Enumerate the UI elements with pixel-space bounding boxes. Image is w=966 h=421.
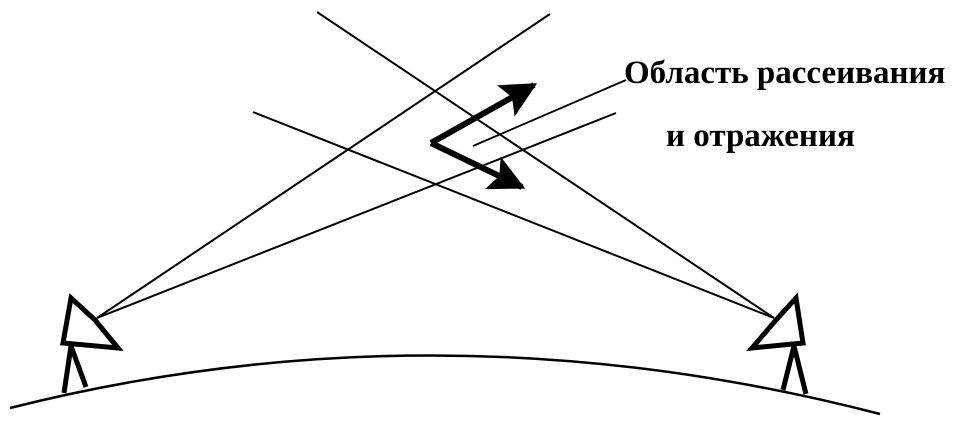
earth-surface-curve (10, 355, 880, 414)
scatter-region-label-line-1: Область рассеивания (624, 57, 945, 90)
scatter-arrow-up (431, 85, 534, 143)
scatter-region-label-line-2: и отражения (666, 120, 855, 153)
label-leader-line (473, 80, 626, 146)
